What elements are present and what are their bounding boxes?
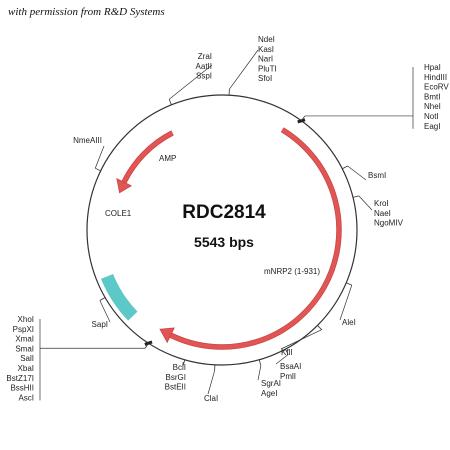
site-leader <box>339 284 353 321</box>
site-label: NaeI <box>374 209 391 218</box>
site-label: KroI <box>374 199 389 208</box>
site-label: BsmI <box>368 171 386 180</box>
site-label: NdeI <box>258 35 275 44</box>
feature-label-amp: AMP <box>159 154 176 163</box>
site-tick <box>301 115 306 122</box>
site-group-13: SapI <box>92 297 111 329</box>
site-label: NotI <box>424 112 439 121</box>
site-leader <box>347 165 367 181</box>
feature-mnrp2-arrow <box>159 127 342 350</box>
site-label: SmaI <box>15 344 34 353</box>
site-label: BsaAI <box>280 362 301 371</box>
site-label: EagI <box>424 122 440 131</box>
site-label: XmaI <box>15 335 34 344</box>
site-label: BclI <box>173 363 186 372</box>
feature-label-cole1: COLE1 <box>105 209 132 218</box>
cut-marker-mcs1 <box>297 118 306 124</box>
site-label: SgrAI <box>261 379 281 388</box>
site-group-7: AleI <box>339 282 356 327</box>
site-label: XbaI <box>18 364 34 373</box>
site-group-3: NmeAIII <box>73 136 105 172</box>
site-label: SspI <box>196 72 212 81</box>
credit-text: with permission from R&D Systems <box>8 6 165 18</box>
site-label: PspXI <box>13 325 34 334</box>
backbone-circle <box>86 94 358 366</box>
feature-mnrp2-arrow-head <box>159 327 175 344</box>
feature-amp-arrow <box>116 130 174 194</box>
site-tick <box>342 165 348 170</box>
site-label: BsrGI <box>166 373 186 382</box>
cut-marker-mcs2 <box>144 340 153 346</box>
feature-mnrp2-arrow-band <box>167 127 341 349</box>
feature-amp-arrow-band <box>121 131 174 185</box>
site-label: SapI <box>92 320 108 329</box>
features-layer <box>101 118 342 350</box>
site-tick <box>285 349 289 355</box>
site-leader <box>229 49 259 90</box>
site-leader <box>257 365 262 381</box>
feature-cole1-block <box>101 273 138 321</box>
site-leader <box>168 64 213 100</box>
site-label: AscI <box>18 393 34 402</box>
site-label: KasI <box>258 45 274 54</box>
plasmid-name: RDC2814 <box>182 202 266 223</box>
site-tick <box>352 195 359 198</box>
site-label: AatII <box>196 62 212 71</box>
plasmid-size: 5543 bps <box>194 234 254 250</box>
site-tick <box>95 167 101 172</box>
site-label: HpaI <box>424 63 441 72</box>
site-tick <box>346 282 352 286</box>
site-group-14: XhoIPspXIXmaISmaISalIXbaIBstZ17IBssHIIAs… <box>6 315 149 402</box>
site-label: BmtI <box>424 92 440 101</box>
site-label: XhoI <box>18 315 34 324</box>
site-label: NarI <box>258 55 273 64</box>
site-group-5: BsmI <box>342 165 386 181</box>
site-leader <box>280 329 322 350</box>
site-leader <box>358 195 373 211</box>
site-tick <box>317 325 322 330</box>
site-label: BstZ17I <box>6 374 34 383</box>
site-label: PmlI <box>280 372 296 381</box>
site-leader <box>99 300 111 323</box>
feature-amp-arrow-head <box>116 177 133 194</box>
site-tick <box>144 343 149 349</box>
site-label: NgoMIV <box>374 219 404 228</box>
site-leader <box>275 354 289 365</box>
feature-cole1-block-band <box>101 273 138 321</box>
site-label: NmeAIII <box>73 136 102 145</box>
site-label: NheI <box>424 102 441 111</box>
site-label: BstEII <box>165 383 186 392</box>
site-label: HindIII <box>424 73 447 82</box>
site-leader <box>94 145 105 169</box>
site-label: SfoI <box>258 74 272 83</box>
site-label: BssHII <box>10 384 34 393</box>
site-label: ZraI <box>198 52 212 61</box>
site-label: ClaI <box>204 394 218 403</box>
site-group-11: ClaI <box>204 364 218 403</box>
site-tick <box>99 297 106 301</box>
site-tick <box>258 359 262 366</box>
site-label: PluTI <box>258 64 277 73</box>
site-tick <box>168 99 172 105</box>
site-label: SalI <box>20 354 34 363</box>
site-label: EcoRV <box>424 83 449 92</box>
site-label: AleI <box>342 318 356 327</box>
site-label: AgeI <box>261 389 277 398</box>
feature-label-mnrp2: mNRP2 (1-931) <box>264 267 320 276</box>
site-leader <box>207 370 215 395</box>
